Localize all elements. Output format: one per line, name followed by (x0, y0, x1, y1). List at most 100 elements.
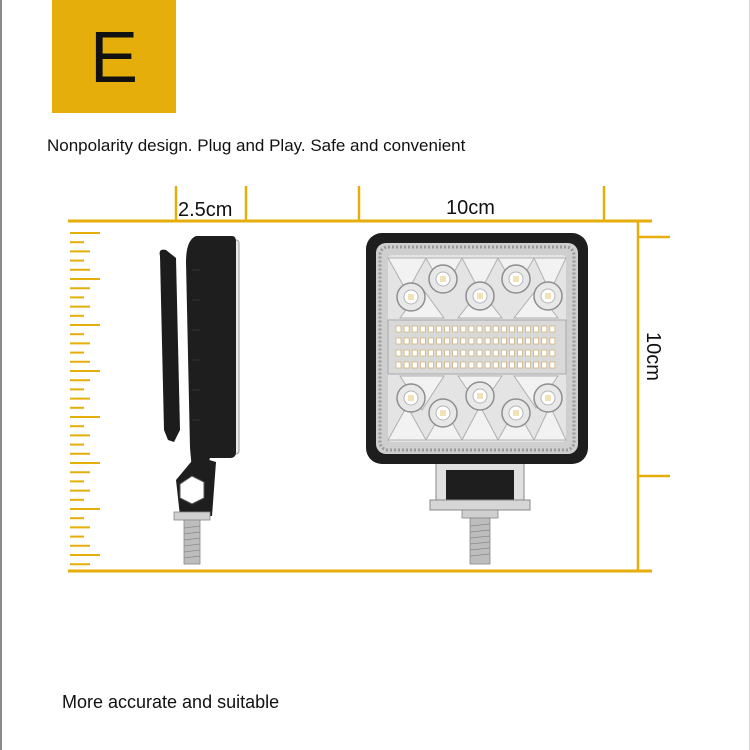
led-chip (428, 337, 434, 345)
led-chip (484, 325, 491, 333)
led-chip (509, 337, 515, 345)
led-chip (444, 361, 450, 369)
led-chip (468, 349, 475, 357)
led-lens (533, 383, 563, 413)
work-light-side-view (159, 236, 240, 565)
led-chip (533, 325, 540, 333)
tagline: Nonpolarity design. Plug and Play. Safe … (47, 136, 466, 155)
led-chip (476, 361, 483, 369)
led-chip (476, 349, 483, 357)
led-chip (419, 361, 426, 369)
led-chip (517, 361, 523, 369)
led-chip (419, 325, 426, 333)
led-chip (411, 337, 418, 345)
led-chip (541, 337, 548, 345)
work-light-front-view (366, 233, 588, 565)
led-chip (484, 349, 491, 357)
led-chip (444, 325, 450, 333)
led-chip (533, 361, 540, 369)
top-dimension-bar (68, 186, 652, 223)
led-chip (395, 325, 402, 333)
led-chip (460, 337, 467, 345)
led-chip (444, 349, 450, 357)
led-chip (460, 325, 467, 333)
led-chip (428, 361, 434, 369)
led-chip (492, 361, 499, 369)
led-lens (428, 398, 458, 428)
led-lens (428, 264, 458, 294)
led-chip (403, 325, 410, 333)
led-chip (428, 325, 434, 333)
led-chip (549, 337, 556, 345)
led-chip (460, 361, 467, 369)
led-chip (444, 337, 450, 345)
led-chip (403, 349, 410, 357)
led-chip (403, 337, 410, 345)
led-chip (517, 349, 523, 357)
led-chip (500, 337, 507, 345)
led-lens (465, 381, 495, 411)
left-ruler (70, 232, 100, 566)
led-chip (468, 325, 475, 333)
led-chip (492, 337, 499, 345)
led-chip (517, 337, 523, 345)
height-label: 10cm (642, 332, 664, 381)
led-chip (509, 349, 515, 357)
led-chip (436, 349, 442, 357)
led-chip (468, 361, 475, 369)
led-chip (549, 361, 556, 369)
width-label: 10cm (446, 197, 495, 219)
led-chip (476, 325, 483, 333)
led-chip (525, 349, 531, 357)
led-chip (476, 337, 483, 345)
led-chip (452, 337, 459, 345)
led-chip (500, 325, 507, 333)
led-chip (411, 325, 418, 333)
led-lens (501, 398, 531, 428)
led-chip (492, 349, 499, 357)
frame-left-border (0, 0, 2, 750)
led-chip (500, 361, 507, 369)
led-chip (549, 349, 556, 357)
led-lens (396, 383, 426, 413)
led-lens (533, 281, 563, 311)
led-chip (460, 349, 467, 357)
footer-text: More accurate and suitable (62, 692, 280, 712)
led-chip (509, 325, 515, 333)
led-chip (541, 325, 548, 333)
led-chip (525, 361, 531, 369)
led-chip (436, 325, 442, 333)
led-chip (492, 325, 499, 333)
depth-label: 2.5cm (178, 199, 232, 221)
led-lens (396, 282, 426, 312)
led-chip (541, 349, 548, 357)
led-chip (419, 337, 426, 345)
led-chip (500, 349, 507, 357)
led-chip (395, 361, 402, 369)
led-chip (484, 337, 491, 345)
led-chip (436, 337, 442, 345)
led-chip (541, 361, 548, 369)
height-dimension-bar (636, 221, 670, 571)
led-chip (395, 349, 402, 357)
led-chip (411, 349, 418, 357)
led-chip (484, 361, 491, 369)
led-chip (525, 325, 531, 333)
led-chip (452, 361, 459, 369)
led-chip (452, 349, 459, 357)
led-chip (549, 325, 556, 333)
led-chip (517, 325, 523, 333)
led-lens (501, 264, 531, 294)
led-chip (428, 349, 434, 357)
badge: E (52, 0, 176, 113)
led-chip (533, 337, 540, 345)
led-chip (403, 361, 410, 369)
led-chip (452, 325, 459, 333)
led-chip (411, 361, 418, 369)
badge-letter: E (89, 17, 139, 98)
led-chip (395, 337, 402, 345)
led-chip (419, 349, 426, 357)
led-chip (509, 361, 515, 369)
led-chip (525, 337, 531, 345)
